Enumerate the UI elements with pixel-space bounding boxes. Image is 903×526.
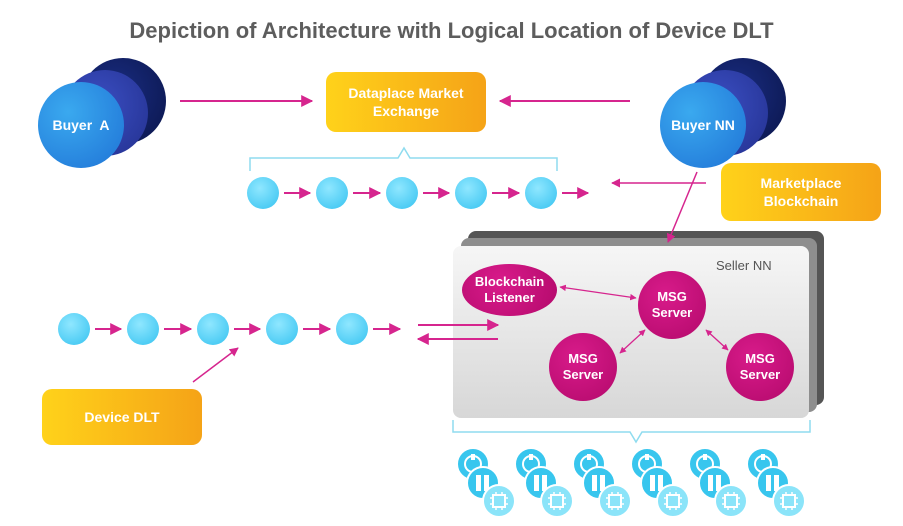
marketplace-label-line2: Blockchain bbox=[763, 193, 839, 209]
msg-server-left-line1: MSG bbox=[568, 351, 598, 366]
msg-server-top-node[interactable]: MSG Server bbox=[638, 271, 706, 339]
msg-server-top-line1: MSG bbox=[657, 289, 687, 304]
msg-right-top-link bbox=[705, 329, 729, 351]
upper-chain-node bbox=[247, 177, 279, 209]
exchange-label-line1: Dataplace Market bbox=[348, 85, 464, 101]
buyer-a-label: Buyer A bbox=[52, 117, 110, 133]
msg-server-left-node[interactable]: MSG Server bbox=[549, 333, 617, 401]
listener-label-line2: Listener bbox=[484, 290, 535, 305]
buyer-nn-label: Buyer NN bbox=[671, 117, 735, 133]
lower-chain-node bbox=[58, 313, 90, 345]
buyer-a-node[interactable]: Buyer A bbox=[38, 82, 124, 168]
chip-icon bbox=[598, 484, 632, 518]
msg-server-left-line2: Server bbox=[562, 367, 604, 382]
buyer-nn-node[interactable]: Buyer NN bbox=[660, 82, 746, 168]
device-dlt-box[interactable]: Device DLT bbox=[42, 389, 202, 445]
upper-chain-node bbox=[455, 177, 487, 209]
listener-label-line1: Blockchain bbox=[474, 274, 545, 289]
upper-chain-node bbox=[386, 177, 418, 209]
chip-icon bbox=[772, 484, 806, 518]
chip-icon bbox=[656, 484, 690, 518]
chip-icon bbox=[482, 484, 516, 518]
lower-chain-node bbox=[336, 313, 368, 345]
blockchain-listener-node[interactable]: Blockchain Listener bbox=[462, 264, 557, 316]
msg-left-top-link bbox=[619, 329, 646, 354]
marketplace-label-line1: Marketplace bbox=[760, 175, 842, 191]
upper-chain-node bbox=[316, 177, 348, 209]
msg-server-top-line2: Server bbox=[651, 305, 693, 320]
msg-server-right-node[interactable]: MSG Server bbox=[726, 333, 794, 401]
msg-server-right-line2: Server bbox=[739, 367, 781, 382]
upper-chain-bracket bbox=[249, 146, 558, 171]
device-dlt-to-chain-arrow bbox=[192, 347, 239, 383]
marketplace-blockchain-box[interactable]: Marketplace Blockchain bbox=[721, 163, 881, 221]
dataplace-market-exchange-box[interactable]: Dataplace Market Exchange bbox=[326, 72, 486, 132]
devices-bracket bbox=[452, 420, 811, 444]
seller-nn-label: Seller NN bbox=[716, 258, 772, 273]
diagram-title: Depiction of Architecture with Logical L… bbox=[129, 18, 774, 43]
msg-server-right-line1: MSG bbox=[745, 351, 775, 366]
listener-msg-link bbox=[559, 284, 637, 301]
chip-icon bbox=[540, 484, 574, 518]
lower-chain-node bbox=[127, 313, 159, 345]
exchange-label-line2: Exchange bbox=[372, 103, 440, 119]
lower-chain-node bbox=[266, 313, 298, 345]
buyer-nn-to-seller-arrow bbox=[666, 171, 698, 243]
lower-chain-node bbox=[197, 313, 229, 345]
chip-icon bbox=[714, 484, 748, 518]
upper-chain-node bbox=[525, 177, 557, 209]
device-dlt-label: Device DLT bbox=[84, 409, 160, 425]
